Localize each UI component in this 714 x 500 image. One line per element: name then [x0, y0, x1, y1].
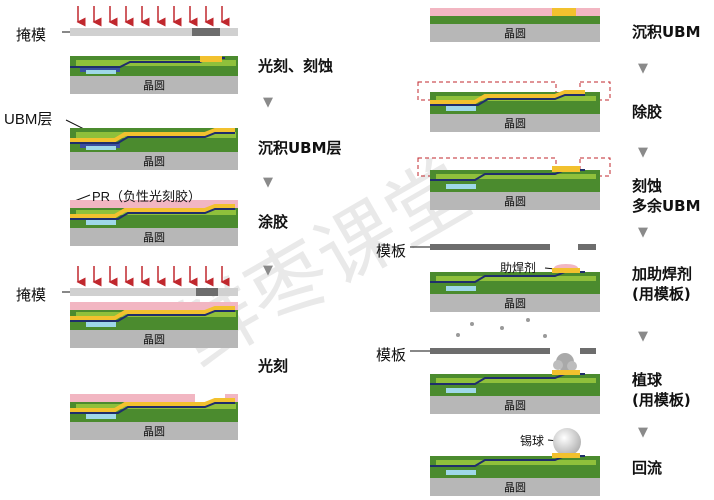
- wafer-stack-r5: [430, 353, 600, 414]
- step-add-flux-stencil: (用模板): [632, 285, 691, 303]
- wafer-stack-r2: [430, 90, 600, 132]
- wafer-stack-r3: [430, 166, 600, 210]
- mask-opaque-2: [196, 288, 218, 296]
- ubm-layer-label: UBM层: [4, 111, 53, 128]
- arrow-down-r2: ▼: [638, 145, 648, 160]
- wafer-stack-2: [70, 128, 238, 170]
- pr-label: PR（负性光刻胶）: [92, 189, 202, 204]
- wafer-stack-r1: [430, 8, 600, 42]
- arrow-down-3: ▼: [263, 263, 273, 278]
- wafer-stack-1: [70, 56, 238, 94]
- step-ball-place-stencil: (用模板): [632, 391, 691, 409]
- wafer-label-5: 晶圆: [143, 425, 165, 438]
- flux-label: 助焊剂: [500, 261, 537, 275]
- mask-label-2: 掩模: [16, 287, 47, 304]
- wafer-label-r3: 晶圆: [504, 195, 526, 208]
- wafer-stack-4: [70, 302, 238, 348]
- mask-plate-2: [70, 288, 238, 296]
- solder-ball-label: 锡球: [520, 434, 545, 448]
- exposure-arrows-2: [76, 266, 230, 287]
- wafer-label-r1: 晶圆: [504, 27, 526, 40]
- mask-opaque-1: [192, 28, 220, 36]
- exposure-arrows-1: [76, 6, 230, 27]
- wafer-label-r4: 晶圆: [504, 297, 526, 310]
- step-deposit-ubm: 沉积UBM: [632, 23, 701, 41]
- stencil-label-2: 模板: [376, 347, 407, 364]
- arrow-down-r5: ▼: [638, 425, 648, 440]
- wafer-label-3: 晶圆: [143, 231, 165, 244]
- stencil-plate-2b: [580, 348, 596, 354]
- wafer-stack-3: [70, 200, 238, 246]
- stencil-plate-2: [430, 348, 550, 354]
- step-etch: 刻蚀: [632, 177, 663, 195]
- wafer-stack-5: [70, 394, 238, 440]
- wafer-label-r6: 晶圆: [504, 481, 526, 494]
- wafer-label-r2: 晶圆: [504, 117, 526, 130]
- arrow-down-r1: ▼: [638, 61, 648, 76]
- step-reflow: 回流: [632, 459, 663, 477]
- wafer-label-4: 晶圆: [143, 333, 165, 346]
- step-add-flux: 加助焊剂: [632, 265, 693, 283]
- arrow-down-1: ▼: [263, 95, 273, 110]
- step-deposit-ubm-layer: 沉积UBM层: [258, 139, 342, 157]
- mask-plate-1: [70, 28, 238, 36]
- arrow-down-r3: ▼: [638, 225, 648, 240]
- step-coat: 涂胶: [258, 213, 289, 231]
- step-photolith: 光刻: [258, 357, 289, 375]
- wafer-label-2: 晶圆: [143, 155, 165, 168]
- wafer-label-1: 晶圆: [143, 79, 165, 92]
- arrow-down-2: ▼: [263, 175, 273, 190]
- stencil-plate-1: [430, 244, 550, 250]
- step-excess-ubm: 多余UBM: [632, 197, 701, 215]
- falling-balls: [456, 318, 547, 338]
- stencil-label: 模板: [376, 243, 407, 260]
- stencil-plate-1b: [578, 244, 596, 250]
- step-strip: 除胶: [632, 103, 663, 121]
- wafer-label-r5: 晶圆: [504, 399, 526, 412]
- step-ball-place: 植球: [632, 371, 663, 389]
- arrow-down-r4: ▼: [638, 329, 648, 344]
- step-photolith-etch: 光刻、刻蚀: [258, 57, 334, 75]
- mask-label: 掩模: [16, 27, 47, 44]
- wafer-stack-r4: [430, 264, 600, 312]
- wafer-stack-r6: [430, 428, 600, 496]
